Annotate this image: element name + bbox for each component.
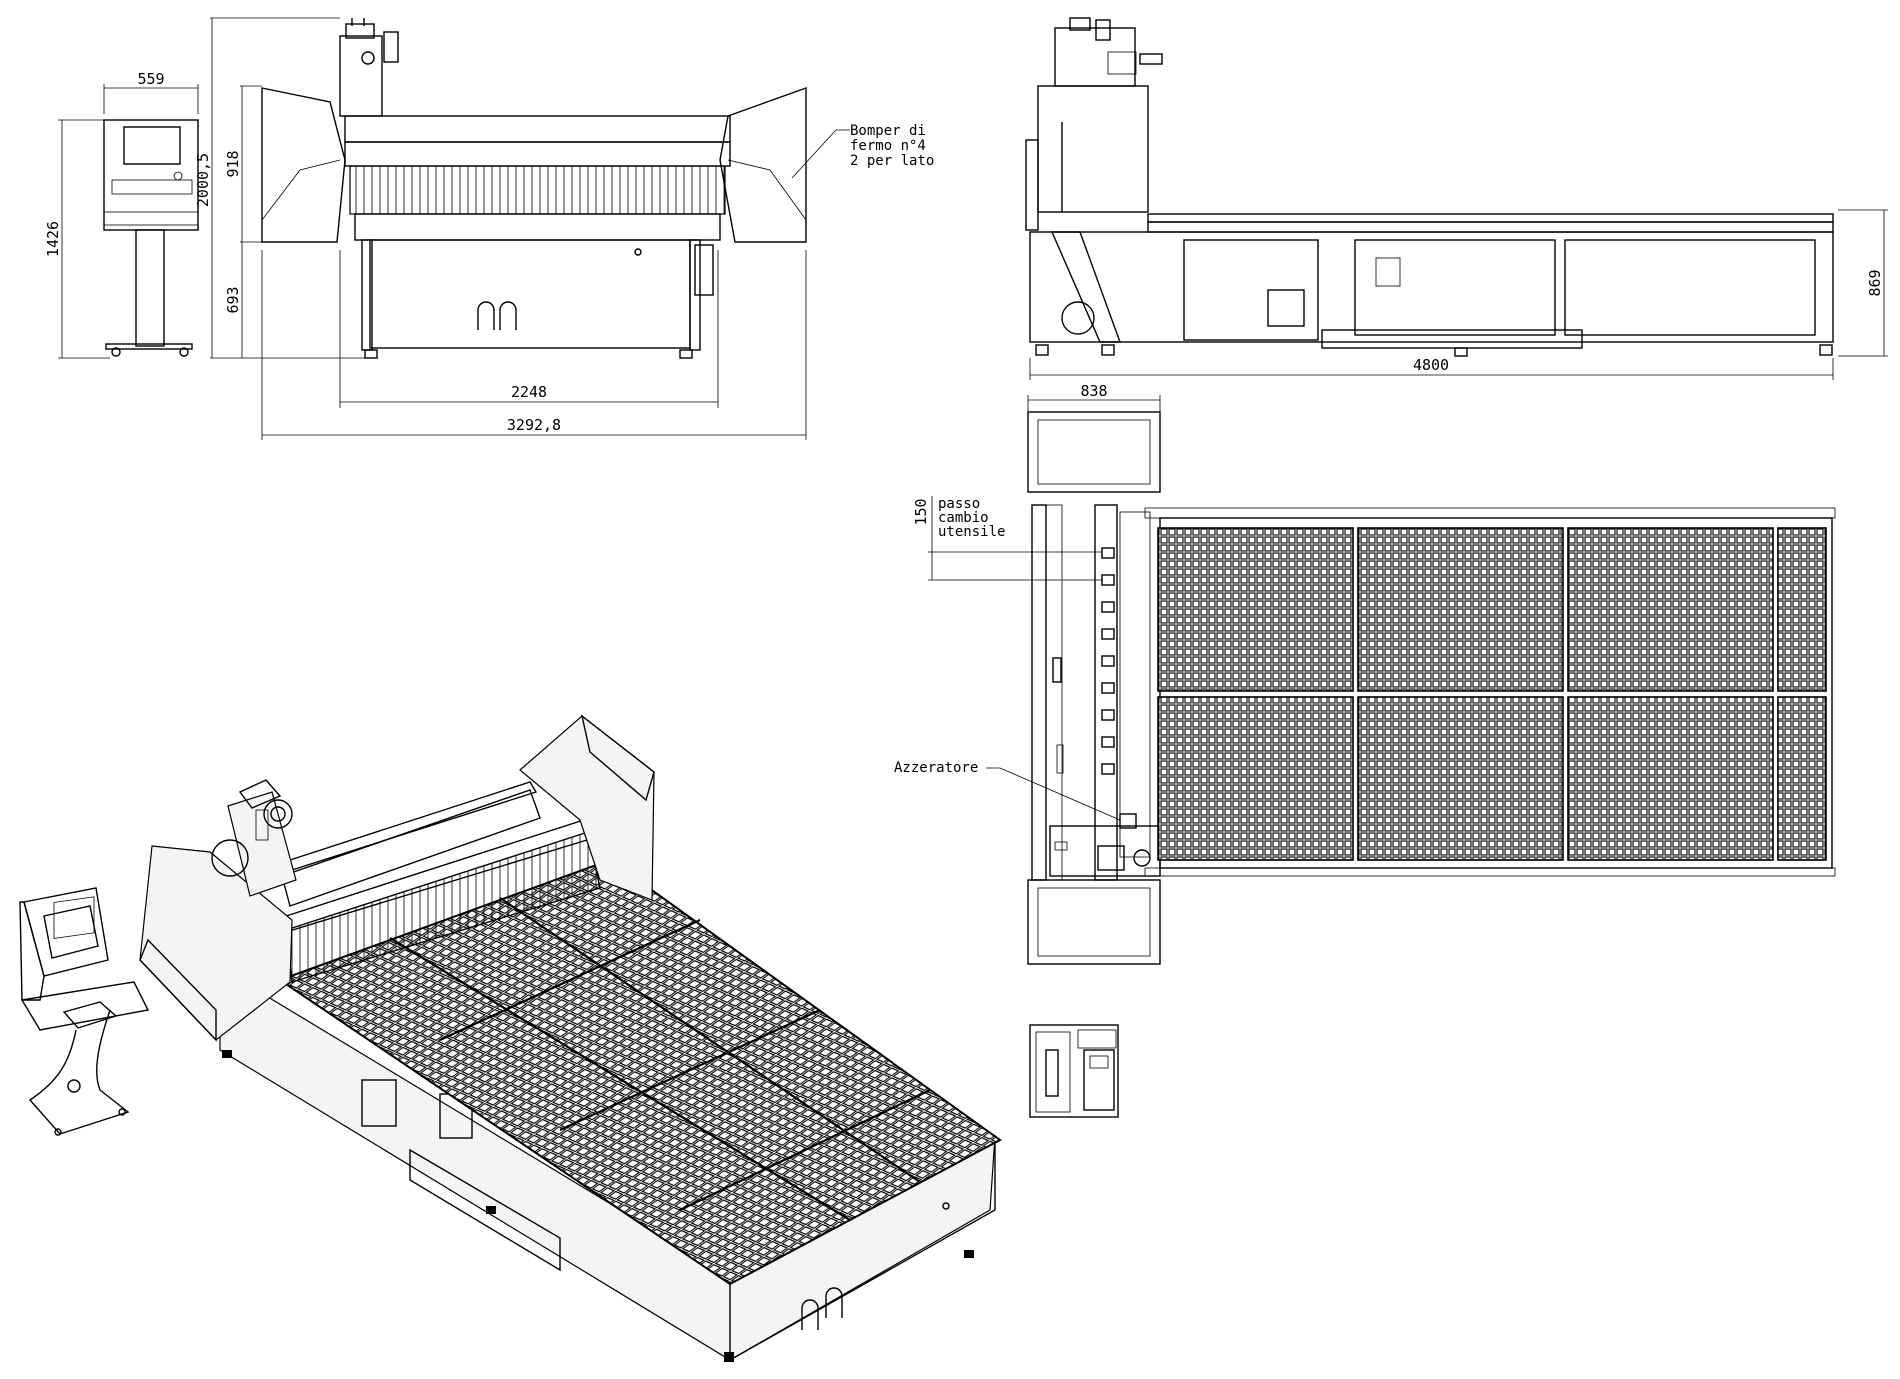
side-head-tower — [1037, 85, 1149, 213]
dim-plan-width: 838 — [1080, 382, 1107, 400]
iso-spindle-head — [227, 791, 297, 897]
dim-console-width: 559 — [137, 70, 164, 88]
dim-tool-step: 150 — [912, 498, 930, 525]
console-panel — [103, 119, 199, 231]
tool-rack — [1094, 504, 1118, 881]
plan-bottom-enclosure — [1027, 879, 1161, 965]
zero-setter-block — [1119, 813, 1137, 829]
worktable — [354, 213, 721, 241]
tool-changer-positions — [1101, 547, 1115, 775]
dim-length: 4800 — [1413, 356, 1449, 374]
console-screen — [123, 126, 181, 165]
dim-side-height: 869 — [1866, 269, 1884, 296]
left-guard — [261, 87, 346, 243]
iso-console — [19, 887, 150, 1136]
dim-console-height: 1426 — [44, 221, 62, 257]
dim-total-height: 2000,5 — [194, 153, 212, 207]
console-front-view: 559 1426 — [44, 70, 199, 359]
machine-plan-view: 838 — [894, 382, 1836, 965]
dim-lower-height: 693 — [224, 286, 242, 313]
plan-carriage — [1049, 825, 1161, 877]
right-guard — [719, 87, 807, 243]
isometric-view — [19, 714, 1002, 1362]
tool-change-note: passo cambio utensile — [938, 496, 1005, 540]
side-rail — [1147, 213, 1834, 223]
machine-side-view: 869 4800 — [1025, 17, 1888, 380]
plan-top-enclosure — [1027, 411, 1161, 493]
zero-setter-label: Azzeratore — [894, 760, 978, 776]
zero-setter-leader — [986, 767, 1121, 821]
dim-machine-width: 2248 — [511, 383, 547, 401]
dim-overall-width: 3292,8 — [507, 416, 561, 434]
bumper-leader — [791, 129, 850, 179]
console-top-detail — [1029, 1024, 1119, 1118]
bellows — [349, 165, 726, 215]
vacuum-grid — [1157, 527, 1827, 861]
side-body — [1029, 231, 1834, 343]
gantry-beam — [344, 115, 731, 143]
bumper-note: Bomper di fermo n°4 2 per lato — [850, 123, 934, 169]
spindle-head — [339, 35, 383, 117]
console-stand — [135, 229, 165, 347]
machine-front-view: 2000,5 918 693 2248 3292,8 Bomper di fer… — [194, 17, 934, 440]
machine-base — [369, 239, 691, 349]
dim-upper-height: 918 — [224, 150, 242, 177]
